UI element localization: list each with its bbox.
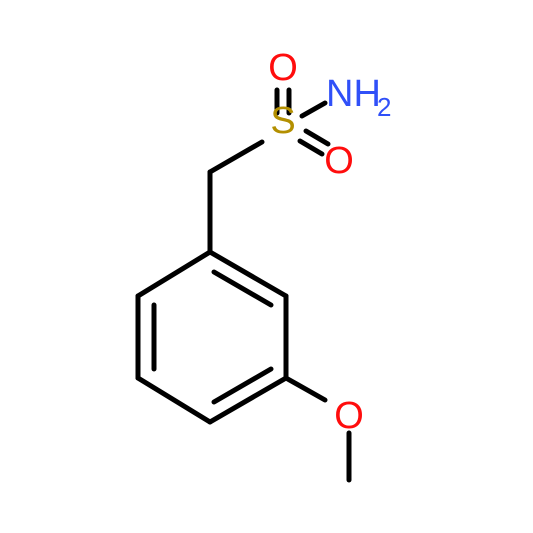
sulfur-oxygen-right-bond-a [297,138,325,157]
ring-bond-6 [135,249,213,299]
amine-atom-label: NH [326,73,381,115]
amine-subscript-label: 2 [377,92,391,122]
oxygen-right-atom-label: O [324,140,354,182]
ring-bond-1 [207,249,289,299]
sulfur-oxygen-right-bond-b [303,128,331,147]
ring-inner-bond-top-right [211,269,274,308]
sulfur-atom-label: S [270,100,295,142]
oxygen-top-atom-label: O [268,47,298,89]
ring-inner-bond-bottom-right [211,366,274,405]
ring-bond-4 [135,375,213,425]
ch2-to-sulfur-bond [207,139,265,175]
ring-to-methoxy-oxygen-bond [283,375,328,403]
ring-bond-3 [207,375,289,425]
sulfur-nitrogen-bond [299,100,328,119]
methoxy-oxygen-atom-label: O [334,395,364,437]
